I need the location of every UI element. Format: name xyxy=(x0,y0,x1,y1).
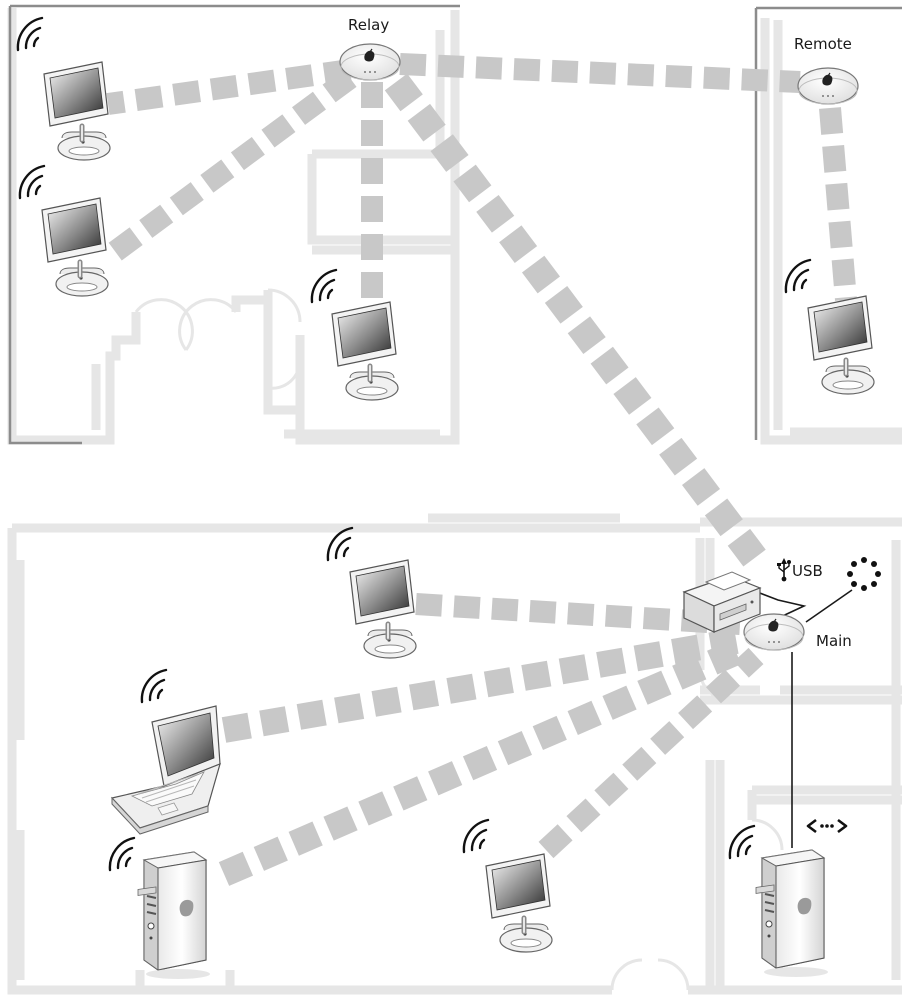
relay-base-station[interactable] xyxy=(339,43,401,81)
ethernet-icon xyxy=(806,818,848,834)
main-label: Main xyxy=(816,632,852,650)
imac-top-left[interactable] xyxy=(44,62,110,160)
imac-remote-room[interactable] xyxy=(808,296,874,394)
laptop-powerbook[interactable] xyxy=(111,705,221,835)
link-relay-remote xyxy=(399,53,801,93)
usb-label: USB xyxy=(792,562,823,580)
floor-plan-upper-left xyxy=(7,4,460,445)
wireless-signal-icon xyxy=(16,16,44,52)
main-base-station[interactable] xyxy=(743,613,805,651)
imac-upper-room[interactable] xyxy=(332,302,398,400)
link-relay-imac-1 xyxy=(106,59,352,115)
wireless-signal-icon xyxy=(326,526,354,562)
wireless-signal-icon xyxy=(784,258,812,294)
floor-plan-lower xyxy=(7,513,902,995)
imac-mid-left[interactable] xyxy=(42,198,108,296)
tower-ethernet[interactable] xyxy=(755,849,829,978)
wireless-signal-icon xyxy=(18,164,46,200)
link-main-tower xyxy=(218,636,752,886)
wireless-signal-icon xyxy=(108,836,136,872)
link-relay-main xyxy=(384,73,768,569)
wireless-signal-icon xyxy=(728,824,756,860)
modem-cable xyxy=(805,589,853,623)
link-main-laptop xyxy=(221,627,745,743)
wireless-signal-icon xyxy=(140,668,168,704)
modem-icon xyxy=(847,557,881,591)
wireless-signal-icon xyxy=(310,268,338,304)
relay-label: Relay xyxy=(348,16,389,34)
imac-lower-top[interactable] xyxy=(350,560,416,658)
tower-wireless[interactable] xyxy=(137,851,211,980)
link-main-imac-1 xyxy=(415,593,741,635)
link-main-imac-2 xyxy=(538,647,764,859)
cables xyxy=(751,589,853,848)
imac-lower-bottom[interactable] xyxy=(486,854,552,952)
floor-plan-upper-right xyxy=(754,6,902,445)
link-remote-imac xyxy=(819,107,857,301)
usb-cable xyxy=(751,589,807,621)
link-relay-imac-2 xyxy=(105,69,357,263)
wireless-signal-icon xyxy=(462,818,490,854)
usb-icon xyxy=(777,558,791,582)
remote-label: Remote xyxy=(794,35,852,53)
wireless-links xyxy=(105,53,857,886)
remote-base-station[interactable] xyxy=(797,67,859,105)
